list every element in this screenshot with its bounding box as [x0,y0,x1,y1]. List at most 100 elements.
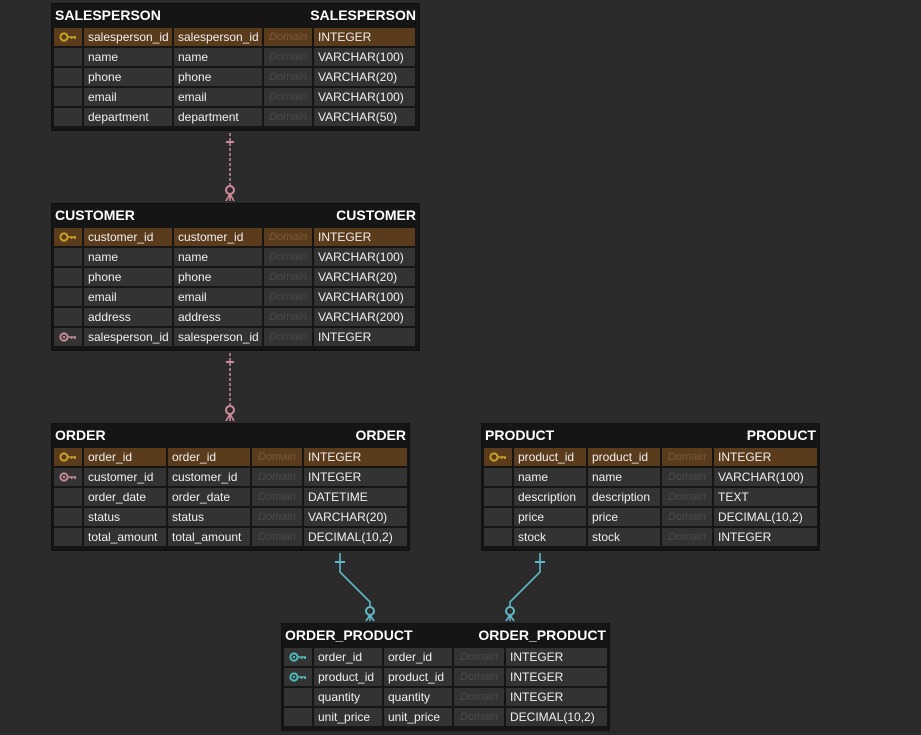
data-type-cell: INTEGER [314,328,415,346]
key-cell [284,688,312,706]
logical-name-cell: department [84,108,172,126]
logical-name-cell: price [514,508,586,526]
data-type-cell: VARCHAR(200) [314,308,415,326]
data-type-cell: INTEGER [714,528,817,546]
entity-header: ORDER_PRODUCT ORDER_PRODUCT [282,624,609,646]
logical-name-cell: customer_id [84,468,166,486]
data-type-cell: DECIMAL(10,2) [506,708,607,726]
logical-name-cell: order_id [314,648,382,666]
key-cell [484,488,512,506]
logical-name-cell: salesperson_id [84,28,172,46]
domain-cell: Domain [454,708,504,726]
data-type-cell: VARCHAR(50) [314,108,415,126]
data-type-cell: VARCHAR(100) [314,48,415,66]
domain-cell: Domain [454,648,504,666]
data-type-cell: VARCHAR(20) [304,508,407,526]
key-cell [54,308,82,326]
data-type-cell: INTEGER [506,648,607,666]
entity-header: ORDER ORDER [52,424,409,446]
logical-name-cell: product_id [314,668,382,686]
data-type-cell: INTEGER [314,28,415,46]
physical-name-cell: name [174,48,262,66]
physical-name-cell: description [588,488,660,506]
logical-name-cell: total_amount [84,528,166,546]
key-cell [54,48,82,66]
primary-key-icon [54,28,82,46]
domain-cell: Domain [264,228,312,246]
domain-cell: Domain [662,528,712,546]
optional-marker [505,606,515,616]
domain-cell: Domain [662,508,712,526]
physical-name-cell: unit_price [384,708,452,726]
primary-foreign-key-icon [284,648,312,666]
domain-cell: Domain [264,248,312,266]
key-cell [484,468,512,486]
logical-name-cell: description [514,488,586,506]
entity-header: PRODUCT PRODUCT [482,424,819,446]
foreign-key-icon [54,328,82,346]
primary-key-icon [484,448,512,466]
domain-cell: Domain [662,468,712,486]
key-cell [54,108,82,126]
domain-cell: Domain [264,48,312,66]
domain-cell: Domain [252,508,302,526]
logical-name-cell: name [514,468,586,486]
logical-name-cell: quantity [314,688,382,706]
logical-name-cell: email [84,88,172,106]
data-type-cell: INTEGER [314,228,415,246]
physical-name-cell: email [174,88,262,106]
domain-cell: Domain [252,468,302,486]
entity-title: ORDER_PRODUCT [285,627,413,643]
key-cell [54,508,82,526]
key-cell [54,268,82,286]
foreign-key-icon [54,468,82,486]
primary-foreign-key-icon [284,668,312,686]
physical-name-cell: phone [174,268,262,286]
physical-name-cell: department [174,108,262,126]
entity-title: ORDER [55,427,106,443]
data-type-cell: INTEGER [304,468,407,486]
data-type-cell: VARCHAR(20) [314,68,415,86]
entity-table-name: PRODUCT [746,427,816,443]
entity-table-name: ORDER_PRODUCT [478,627,606,643]
entity-table-name: CUSTOMER [336,207,416,223]
logical-name-cell: salesperson_id [84,328,172,346]
data-type-cell: INTEGER [714,448,817,466]
physical-name-cell: name [588,468,660,486]
logical-name-cell: product_id [514,448,586,466]
domain-cell: Domain [264,28,312,46]
data-type-cell: VARCHAR(100) [714,468,817,486]
